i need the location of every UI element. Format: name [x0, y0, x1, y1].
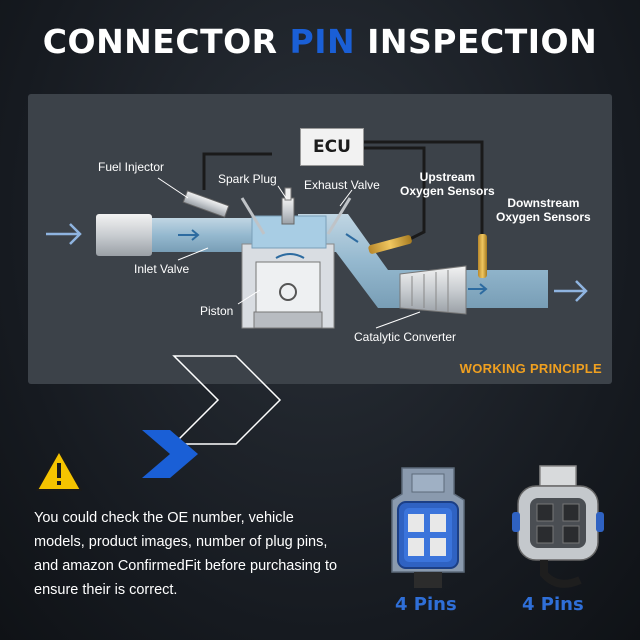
engine-diagram-graphic	[46, 140, 588, 329]
label-exhaust-valve: Exhaust Valve	[304, 178, 380, 192]
title-part-2: PIN	[289, 22, 356, 61]
blue-connector-icon	[391, 467, 465, 588]
label-downstream-sensors: Downstream Oxygen Sensors	[496, 196, 591, 224]
pins-label-1: 4 Pins	[395, 594, 457, 615]
label-spark-plug: Spark Plug	[218, 172, 277, 186]
title-part-3: INSPECTION	[355, 22, 598, 61]
title-part-1: CONNECTOR	[42, 22, 290, 61]
label-inlet-valve: Inlet Valve	[134, 262, 190, 276]
label-catalytic-converter: Catalytic Converter	[354, 330, 457, 344]
label-piston: Piston	[200, 304, 234, 318]
gray-connector-icon	[512, 465, 604, 588]
working-principle-label: WORKING PRINCIPLE	[459, 361, 602, 376]
ecu-label: ECU	[313, 137, 351, 157]
label-upstream-sensors: Upstream Oxygen Sensors	[400, 170, 495, 198]
working-principle-diagram: ECU Fuel Injector Spark Plug Exhaust Val…	[28, 94, 612, 384]
label-fuel-injector: Fuel Injector	[98, 160, 165, 174]
chevron-decoration-icon	[142, 355, 282, 478]
note-text: You could check the OE number, vehicle m…	[34, 510, 338, 598]
warning-icon	[36, 450, 82, 491]
ecu-box: ECU	[300, 128, 364, 166]
pins-label-2: 4 Pins	[522, 594, 584, 615]
page-title: CONNECTOR PIN INSPECTION	[0, 22, 640, 61]
